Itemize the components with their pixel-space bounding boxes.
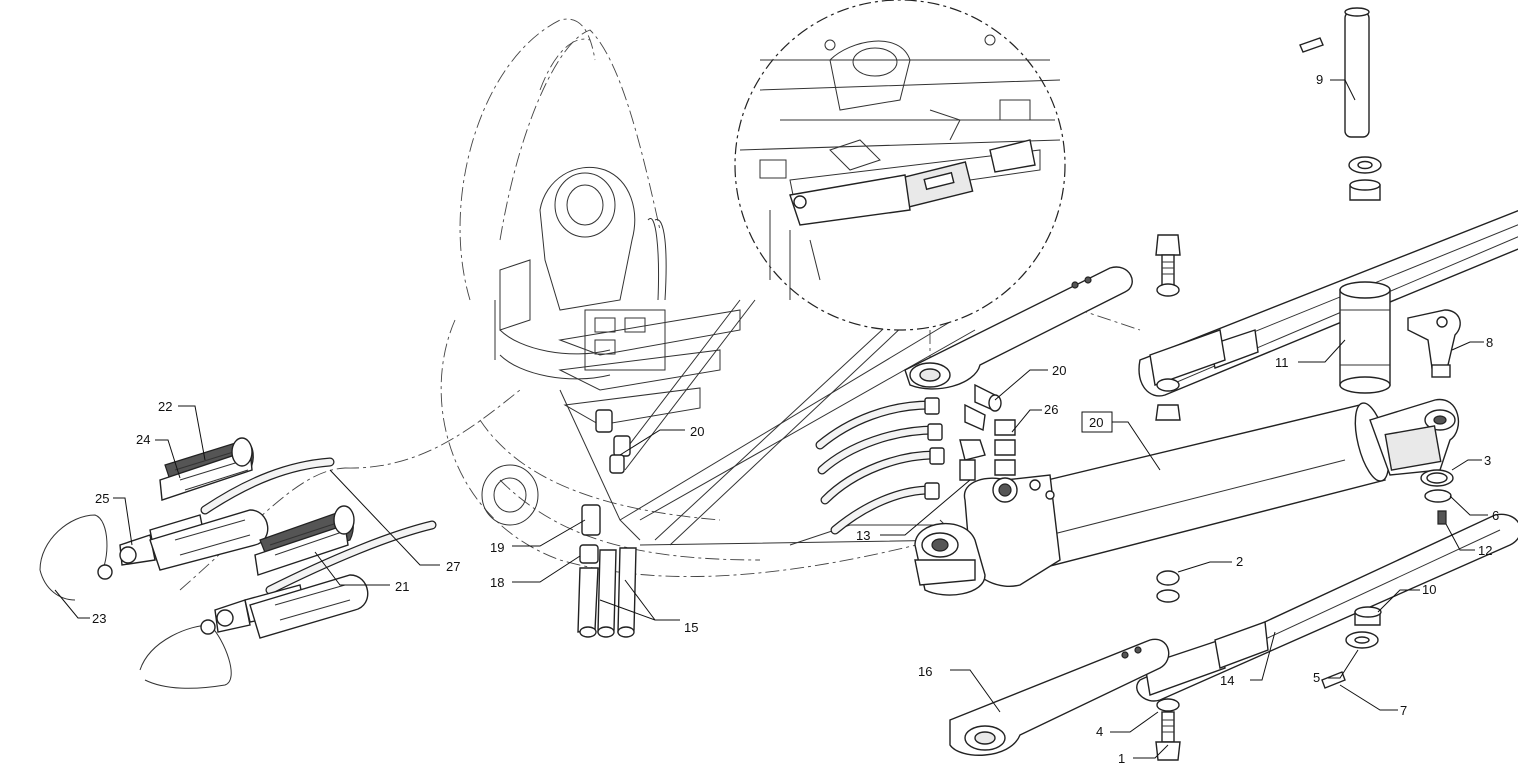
- label-23: 23: [92, 611, 106, 626]
- pin-9: [1299, 7, 1382, 201]
- link-arm-upper: [904, 266, 1133, 390]
- tractor-rear-housing: [481, 166, 667, 541]
- label-15: 15: [684, 620, 698, 635]
- fittings-center: [959, 383, 1016, 481]
- label-1: 1: [1118, 751, 1125, 766]
- rings-3-6-12: [1420, 469, 1454, 525]
- label-9: 9: [1316, 72, 1323, 87]
- label-8: 8: [1486, 335, 1493, 350]
- bolt-lower-1: [1155, 570, 1181, 761]
- dust-cap-23: [39, 514, 232, 689]
- label-20b: 20: [1052, 363, 1066, 378]
- label-11: 11: [1275, 355, 1289, 370]
- label-3: 3: [1484, 453, 1491, 468]
- label-26: 26: [1044, 402, 1058, 417]
- hydraulic-cylinder: [914, 399, 1460, 596]
- label-20a: 20: [690, 424, 704, 439]
- label-14: 14: [1220, 673, 1234, 688]
- label-22: 22: [158, 399, 172, 414]
- link-arm-16: [949, 638, 1170, 756]
- bolt-upper: [1155, 234, 1181, 421]
- bushing-11: [1339, 281, 1391, 394]
- coupler-middle-25: [119, 509, 269, 571]
- label-13: 13: [856, 528, 870, 543]
- callout-labels: 1 2 3 4 5 6 7 8 9 10 11 12 13: [54, 72, 1499, 766]
- detail-inset-circle: [734, 0, 1066, 331]
- label-24: 24: [136, 432, 150, 447]
- label-6: 6: [1492, 508, 1499, 523]
- label-7: 7: [1400, 703, 1407, 718]
- hose-27: [200, 457, 437, 595]
- label-27: 27: [446, 559, 460, 574]
- coupler-middle-21: [254, 505, 355, 576]
- label-16: 16: [918, 664, 932, 679]
- label-10: 10: [1422, 582, 1436, 597]
- label-20c: 20: [1089, 415, 1103, 430]
- label-25: 25: [95, 491, 109, 506]
- label-4: 4: [1096, 724, 1103, 739]
- label-19: 19: [490, 540, 504, 555]
- lift-arm-lower-14: [1136, 513, 1518, 702]
- lift-arm-upper: [1138, 210, 1518, 397]
- label-5: 5: [1313, 670, 1320, 685]
- bracket-8: [1407, 309, 1461, 378]
- washers-10-5-7: [1321, 606, 1382, 689]
- label-12: 12: [1478, 543, 1492, 558]
- coupler-lower: [214, 574, 369, 639]
- coupler-upper-22-24: [159, 437, 254, 501]
- label-2: 2: [1236, 554, 1243, 569]
- label-18: 18: [490, 575, 504, 590]
- hoses-center: [815, 397, 945, 535]
- label-21: 21: [395, 579, 409, 594]
